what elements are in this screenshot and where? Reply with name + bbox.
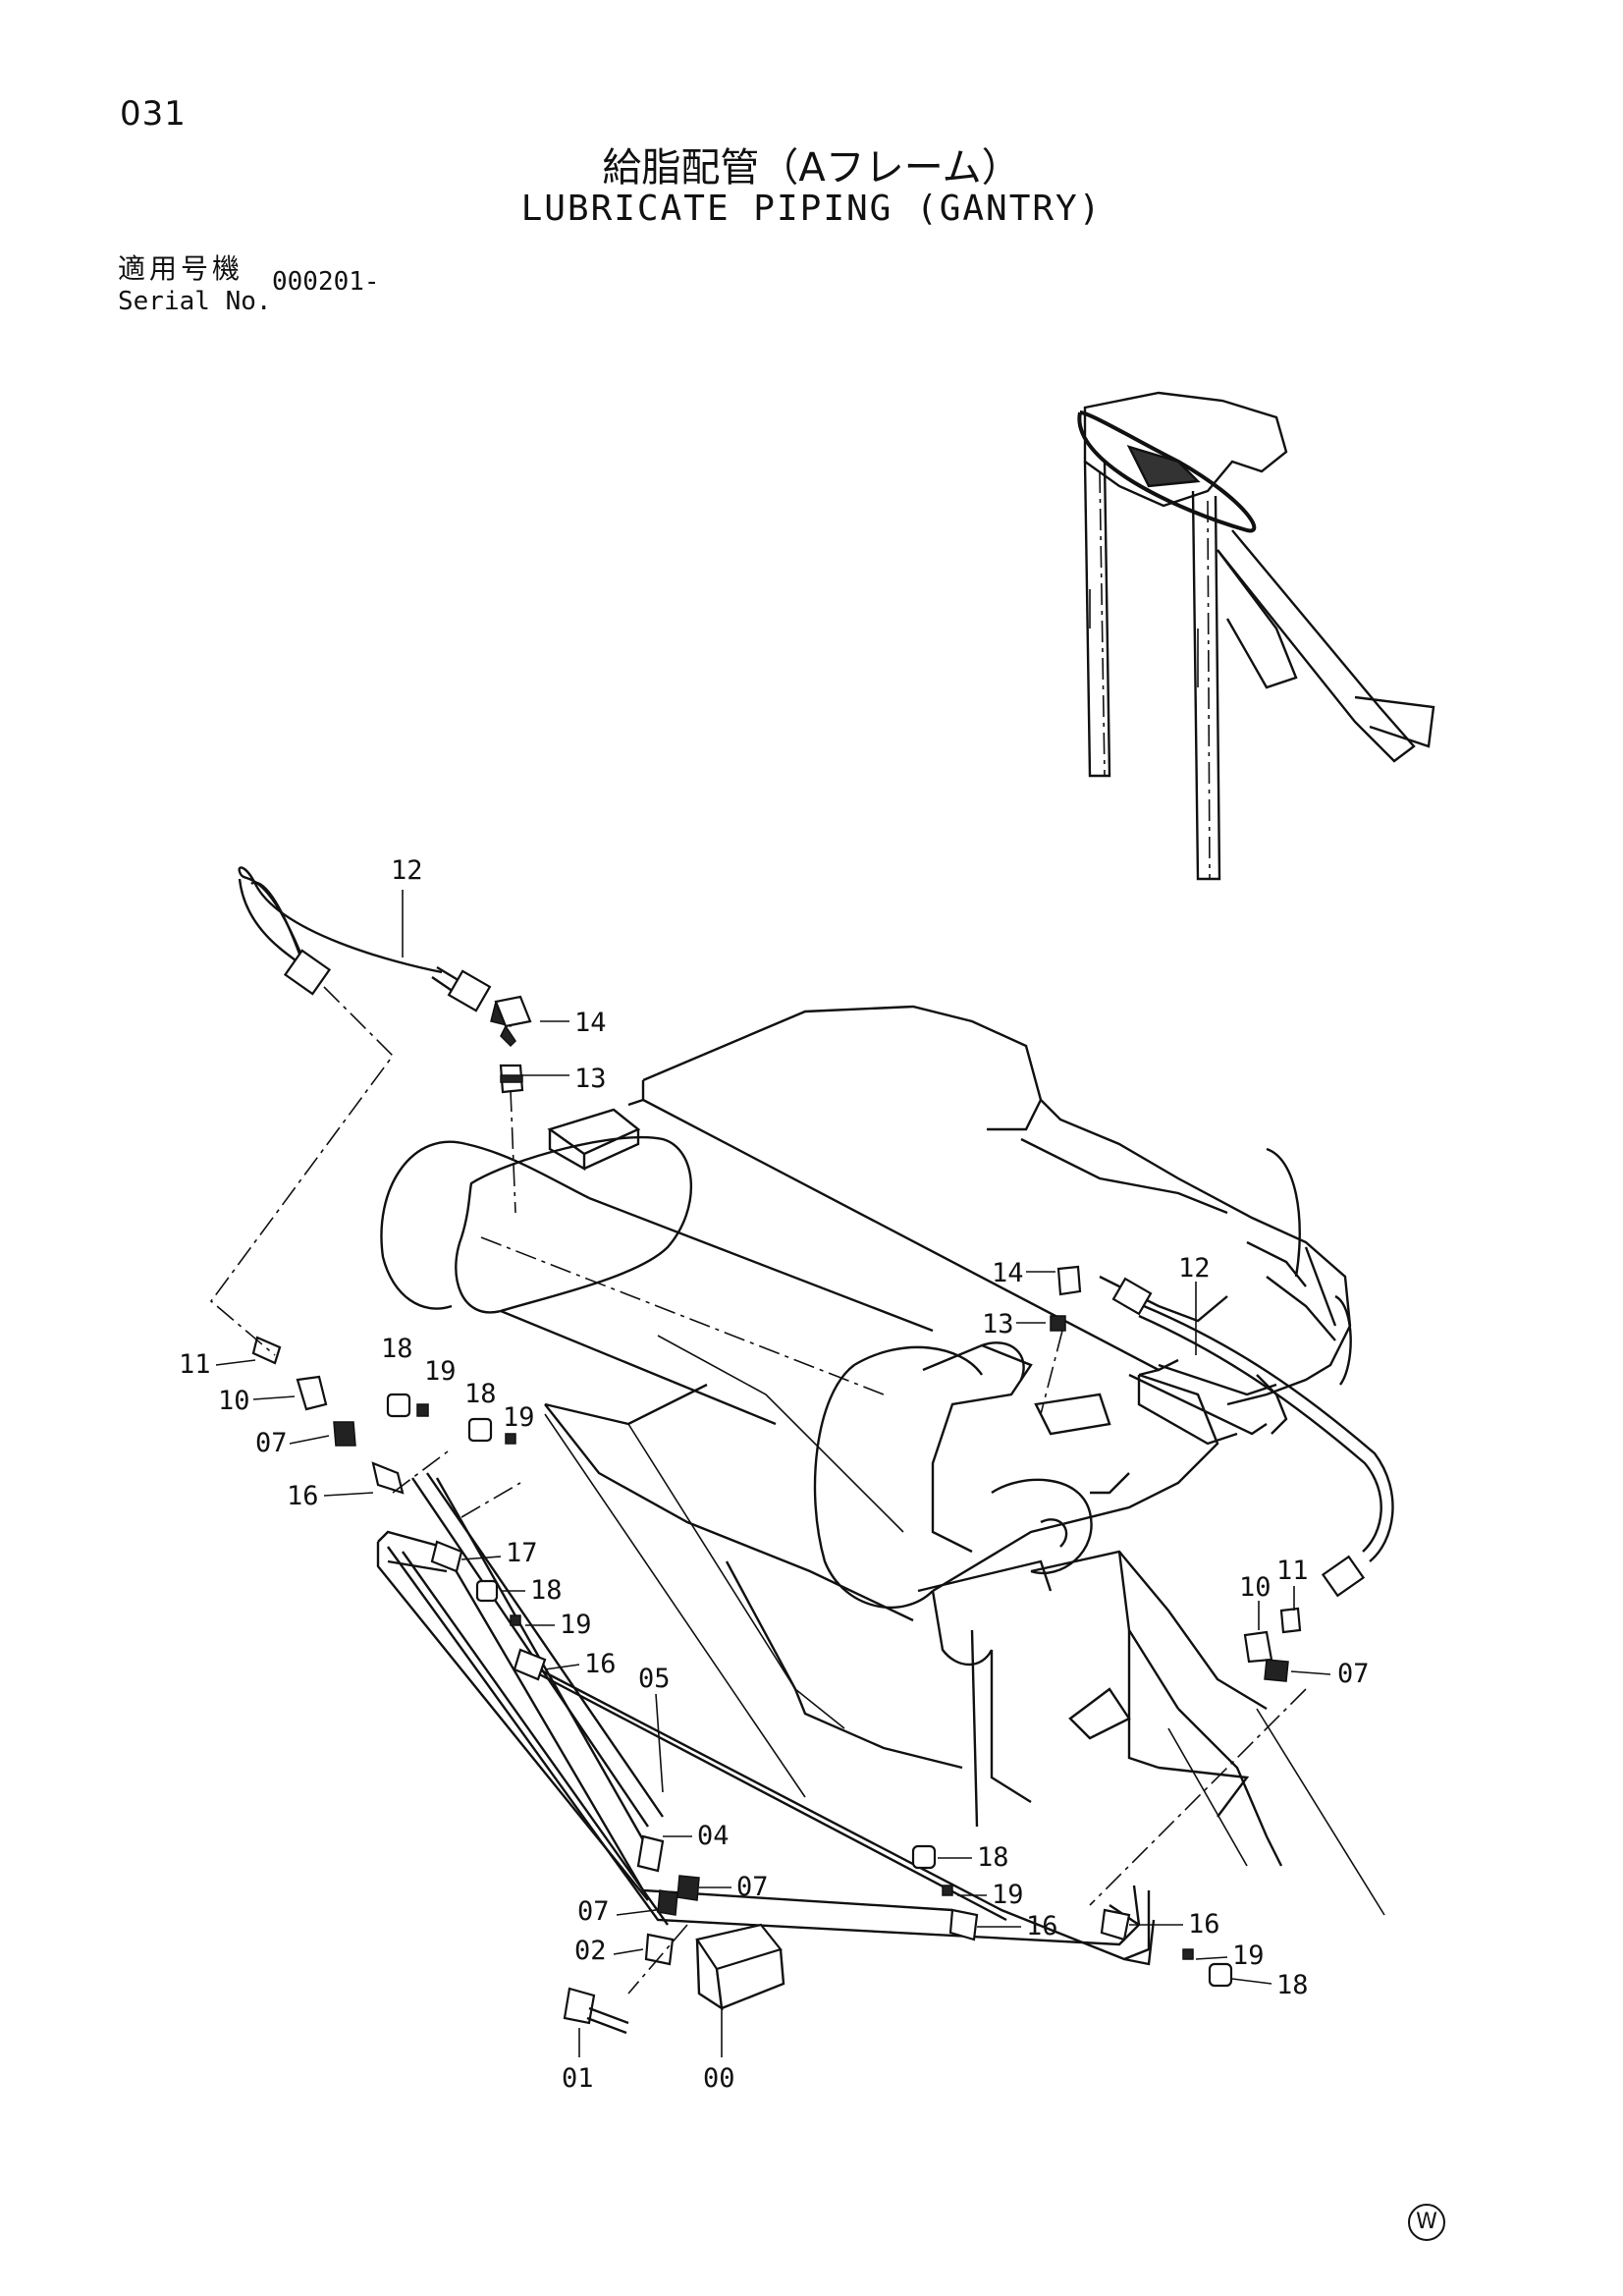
- callout-16: 16: [1026, 1911, 1058, 1941]
- leader-lines: [215, 890, 1331, 2057]
- callout-18: 18: [977, 1842, 1009, 1873]
- callout-11: 11: [1276, 1556, 1309, 1586]
- callout-19: 19: [503, 1402, 535, 1433]
- callout-11: 11: [179, 1349, 211, 1380]
- page-title-english: LUBRICATE PIPING (GANTRY): [520, 189, 1103, 229]
- callout-19: 19: [560, 1610, 592, 1640]
- pipe-upper-right-hose: [1111, 1277, 1394, 1598]
- callout-13: 13: [574, 1064, 607, 1094]
- callout-07: 07: [255, 1428, 288, 1458]
- callout-01: 01: [562, 2063, 594, 2094]
- callout-05: 05: [638, 1664, 671, 1694]
- pipe-upper-left-hose: [238, 866, 516, 1027]
- callout-16: 16: [584, 1649, 617, 1679]
- callout-00: 00: [703, 2063, 735, 2094]
- callout-18: 18: [464, 1379, 497, 1409]
- gantry-structure: [380, 1005, 1385, 1916]
- page-number: 031: [120, 94, 187, 134]
- serial-label-english: Serial No.: [118, 287, 272, 316]
- serial-label-japanese: 適用号機: [118, 252, 244, 285]
- callout-19: 19: [992, 1880, 1024, 1910]
- callout-12: 12: [391, 855, 423, 886]
- callout-10: 10: [1239, 1572, 1271, 1603]
- callout-12: 12: [1178, 1253, 1211, 1284]
- callout-16: 16: [1188, 1909, 1220, 1940]
- fittings: [251, 995, 1302, 2035]
- callout-18: 18: [381, 1334, 413, 1364]
- callout-07: 07: [736, 1872, 769, 1902]
- callout-14: 14: [992, 1258, 1024, 1288]
- page-title-japanese: 給脂配管（Aフレーム）: [602, 145, 1021, 191]
- callout-16: 16: [287, 1481, 319, 1511]
- callout-labels: 12 14 13 14 12 13 11 10 07 16 18 19 18 1…: [179, 855, 1370, 2094]
- gantry-key-inset: [1077, 391, 1435, 881]
- callout-14: 14: [574, 1008, 607, 1038]
- callout-04: 04: [697, 1821, 730, 1851]
- callout-02: 02: [574, 1936, 607, 1966]
- serial-number-value: 000201-: [272, 267, 380, 297]
- callout-13: 13: [982, 1309, 1014, 1339]
- callout-18: 18: [530, 1575, 563, 1606]
- manufacturer-mark: W: [1408, 2204, 1445, 2241]
- callout-07: 07: [1337, 1659, 1370, 1689]
- callout-19: 19: [424, 1356, 457, 1387]
- reference-lines: [209, 986, 1307, 1995]
- callout-07: 07: [577, 1896, 610, 1927]
- callout-19: 19: [1232, 1941, 1265, 1971]
- callout-18: 18: [1276, 1970, 1309, 2000]
- callout-17: 17: [506, 1538, 538, 1568]
- callout-10: 10: [218, 1386, 250, 1416]
